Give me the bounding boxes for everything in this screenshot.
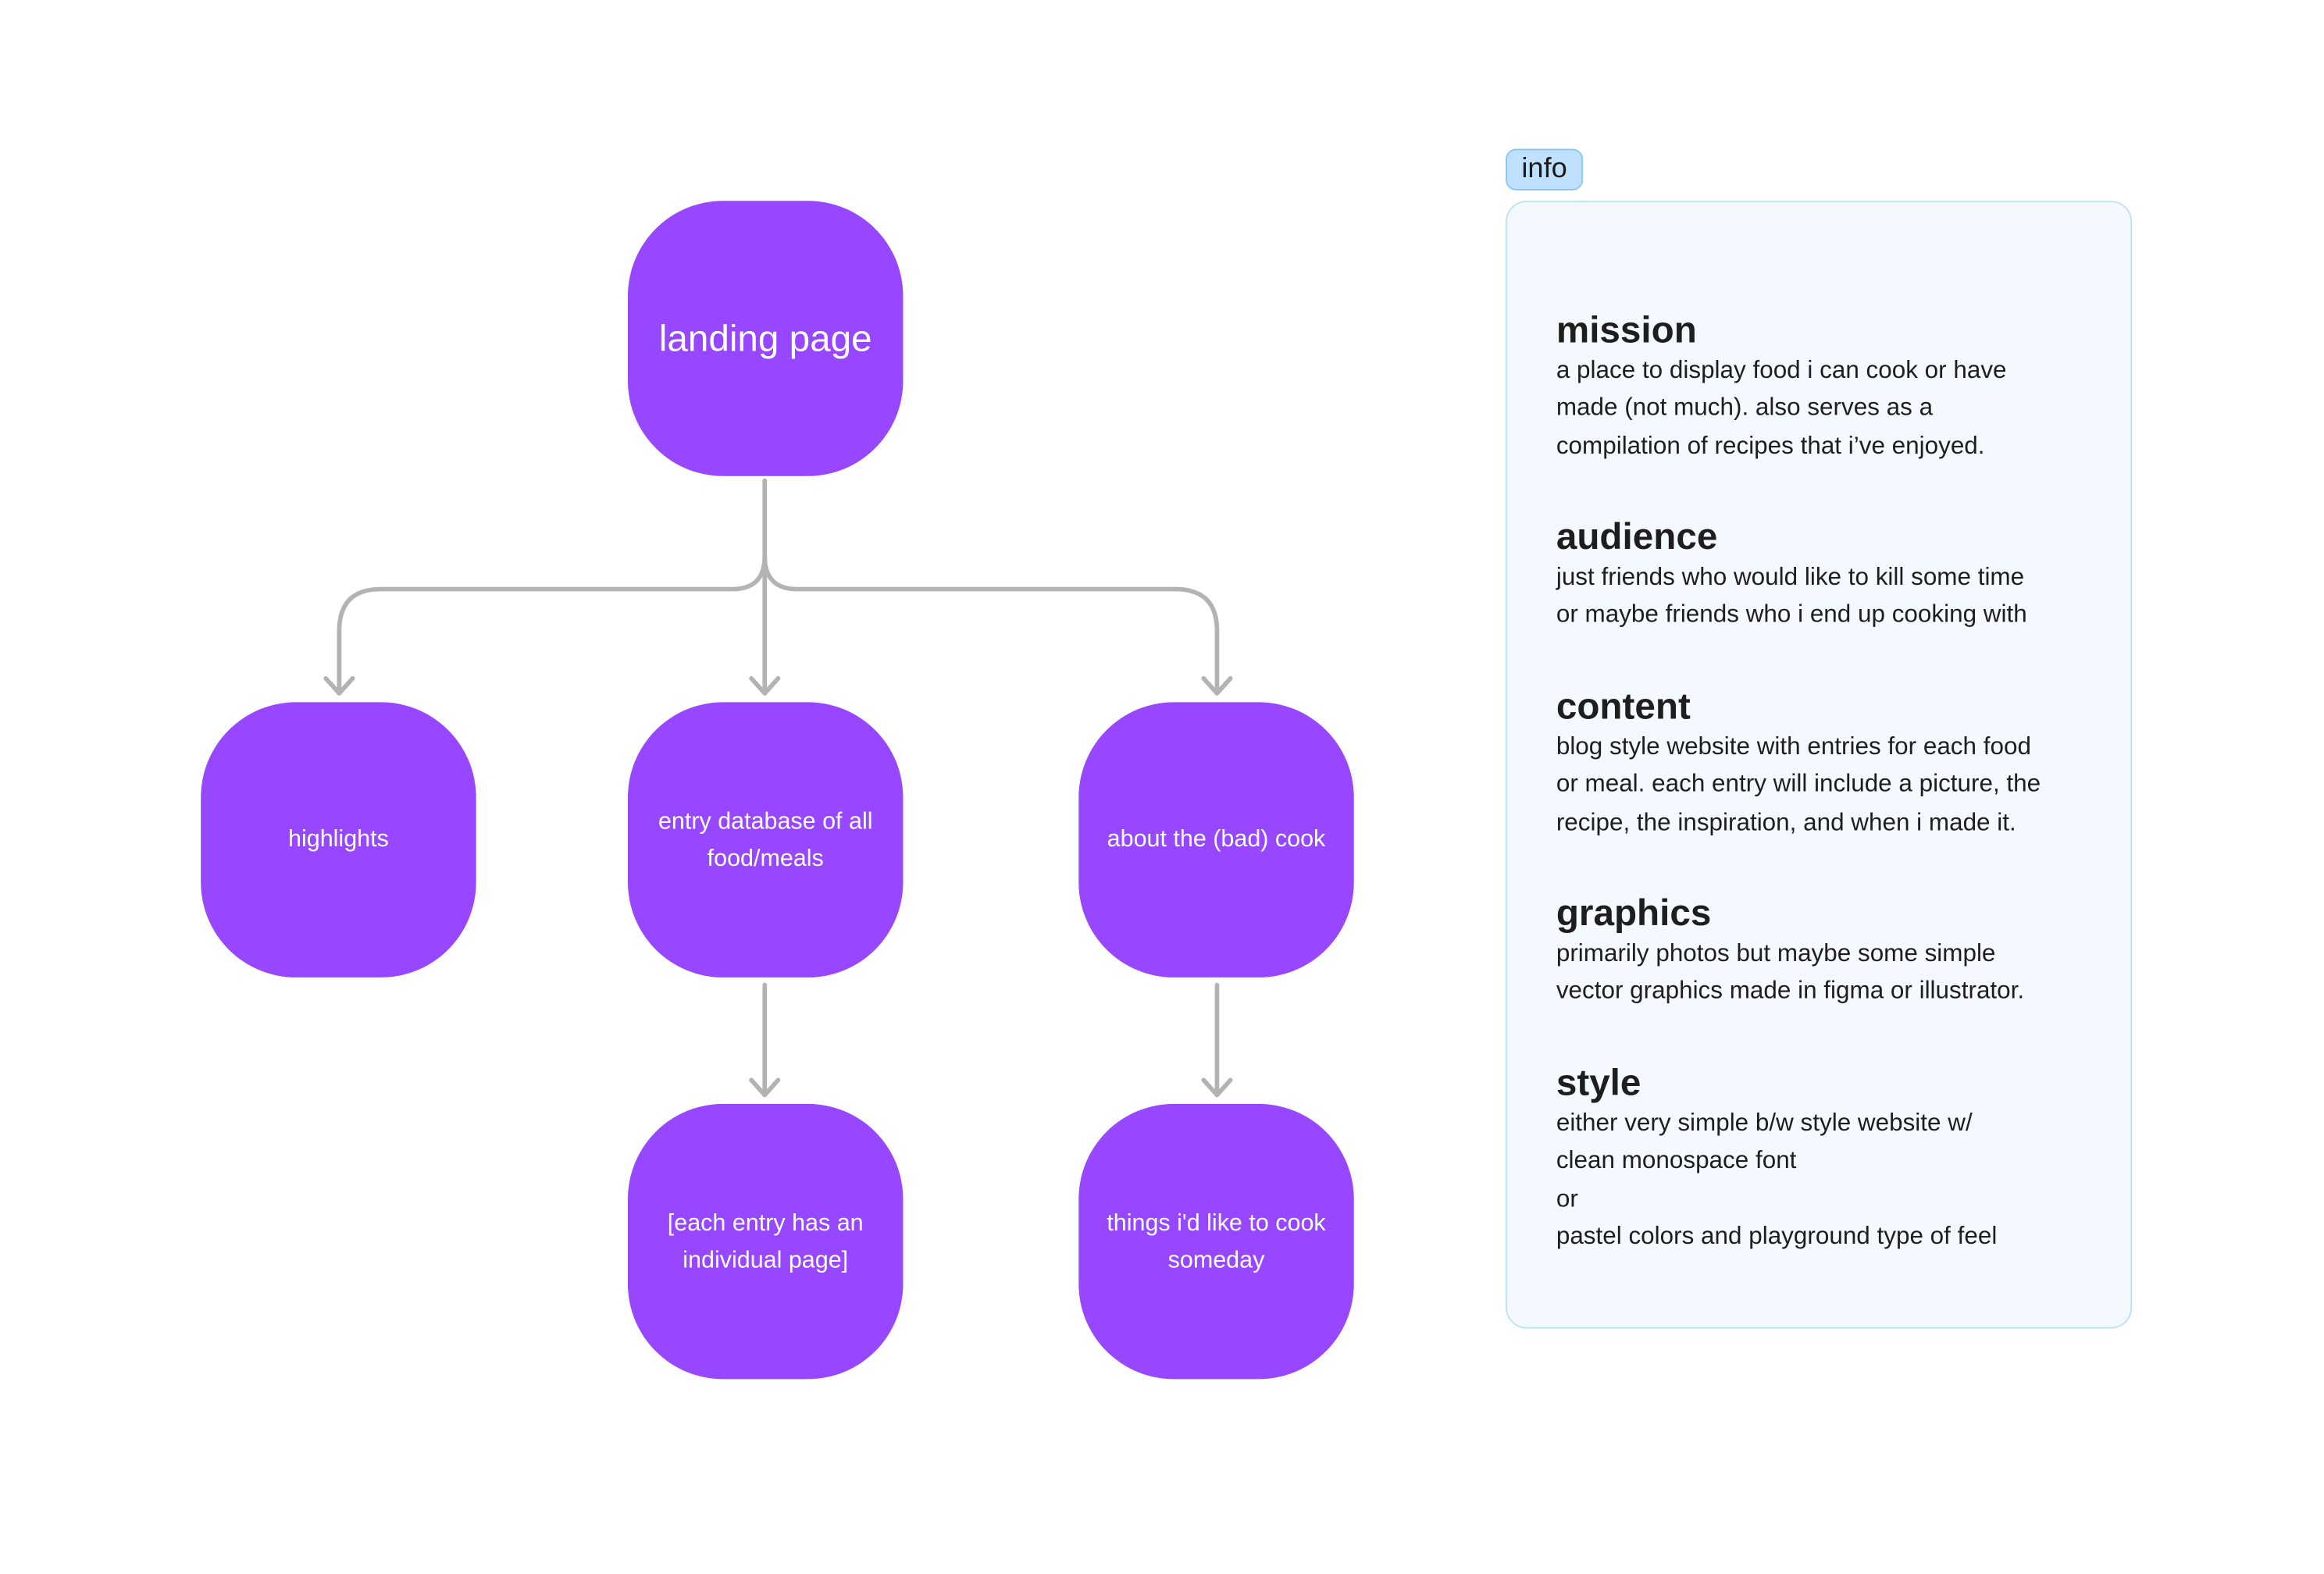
- node-about-cook-label: about the (bad) cook: [1107, 827, 1326, 853]
- section-mission: mission a place to display food i can co…: [1556, 308, 2107, 465]
- arrowhead-highlights-icon: [323, 676, 355, 696]
- arrowhead-about-icon: [1201, 676, 1233, 696]
- section-title: content: [1556, 686, 1691, 728]
- section-line: blog style website with entries for each…: [1556, 733, 2031, 760]
- section-line: a place to display food i can cook or ha…: [1556, 357, 2007, 384]
- section-line: just friends who would like to kill some…: [1556, 564, 2025, 591]
- node-individual-page[interactable]: [each entry has an individual page]: [627, 1103, 904, 1380]
- section-title: audience: [1556, 516, 1718, 558]
- node-entry-database[interactable]: entry database of all food/meals: [627, 702, 904, 978]
- arrowhead-individual-icon: [749, 1077, 781, 1098]
- section-line: made (not much). also serves as a: [1556, 394, 1934, 422]
- node-cook-someday[interactable]: things i'd like to cook someday: [1078, 1103, 1354, 1380]
- section-line: clean monospace font: [1556, 1147, 1797, 1175]
- section-line: recipe, the inspiration, and when i made…: [1556, 808, 2016, 836]
- section-title: mission: [1556, 309, 1697, 351]
- connector-landing-to-highlights: [337, 554, 768, 696]
- node-entry-database-label: entry database of all food/meals: [658, 808, 873, 871]
- section-line: or: [1556, 1184, 1578, 1213]
- arrowhead-database-icon: [749, 676, 781, 696]
- info-tag[interactable]: info: [1506, 148, 1584, 191]
- node-landing-page-label: landing page: [658, 317, 872, 360]
- section-line: or maybe friends who i end up cooking wi…: [1556, 601, 2027, 629]
- section-line: primarily photos but maybe some simple: [1556, 940, 1996, 967]
- section-line: either very simple b/w style website w/: [1556, 1109, 1973, 1137]
- node-highlights-label: highlights: [288, 827, 389, 853]
- info-panel[interactable]: mission a place to display food i can co…: [1506, 201, 2133, 1329]
- arrowhead-someday-icon: [1201, 1077, 1233, 1098]
- section-line: compilation of recipes that i’ve enjoyed…: [1556, 432, 1985, 460]
- section-graphics: graphics primarily photos but maybe some…: [1556, 891, 2107, 1011]
- section-title: graphics: [1556, 892, 1712, 935]
- section-line: vector graphics made in figma or illustr…: [1556, 978, 2025, 1005]
- section-title: style: [1556, 1062, 1641, 1104]
- node-about-cook[interactable]: about the (bad) cook: [1078, 702, 1354, 978]
- section-line: or meal. each entry will include a pictu…: [1556, 771, 2041, 798]
- node-highlights[interactable]: highlights: [201, 702, 476, 978]
- node-individual-page-label: [each entry has an individual page]: [667, 1210, 864, 1273]
- node-cook-someday-label: things i'd like to cook someday: [1107, 1210, 1326, 1273]
- section-line: pastel colors and playground type of fee…: [1556, 1223, 1998, 1250]
- node-landing-page[interactable]: landing page: [627, 201, 904, 476]
- section-audience: audience just friends who would like to …: [1556, 515, 2107, 635]
- section-content: content blog style website with entries …: [1556, 685, 2107, 842]
- section-style: style either very simple b/w style websi…: [1556, 1061, 2107, 1256]
- connector-landing-to-about: [762, 554, 1220, 696]
